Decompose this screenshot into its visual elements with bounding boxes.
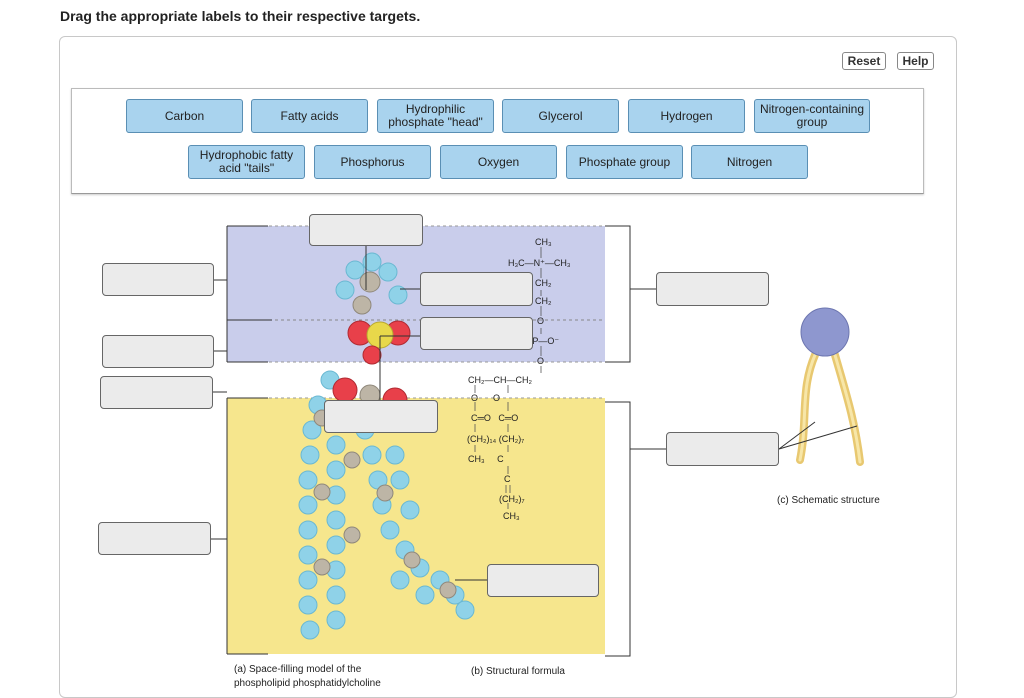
formula-glycerol: CH₂—CH—CH₂ [468,375,532,385]
formula-p-line: O═P—O⁻ [519,336,560,346]
formula-co: C═O C═O [471,413,519,423]
tail-band [227,398,605,654]
drop-target-6[interactable] [102,335,214,368]
tail-bracket [605,401,631,657]
label-phosphate-group[interactable]: Phosphate group [566,145,683,179]
drop-target-3[interactable] [420,272,533,306]
formula-n-line: H₃C—N⁺—CH₃ [508,258,571,268]
formula-o2: O [537,356,545,366]
drop-target-4[interactable] [656,272,769,306]
drop-target-5[interactable] [420,317,533,350]
formula-ch3-end: CH₃ [503,511,520,521]
label-nitrogen[interactable]: Nitrogen [691,145,808,179]
formula-c2: C [504,474,511,484]
formula-o3: O O [471,393,501,403]
label-hydrophilic-head[interactable]: Hydrophilic phosphate "head" [377,99,494,133]
formula-ch27: (CH₂)₇ [499,494,525,504]
formula-ch2-a: CH₂ [535,278,552,288]
drop-target-2[interactable] [102,263,214,296]
label-oxygen[interactable]: Oxygen [440,145,557,179]
drop-target-10[interactable] [98,522,211,555]
drop-target-9[interactable] [666,432,779,466]
schematic-phospholipid [778,307,864,466]
label-nitrogen-group[interactable]: Nitrogen-containing group [754,99,870,133]
head-bracket [605,225,631,363]
label-carbon[interactable]: Carbon [126,99,243,133]
help-button[interactable]: Help [897,52,934,70]
label-hydrophobic-tails[interactable]: Hydrophobic fatty acid "tails" [188,145,305,179]
formula-ch3-left: CH₃ C [468,454,504,464]
drop-target-11[interactable] [487,564,599,597]
reset-button[interactable]: Reset [842,52,886,70]
formula-chains: (CH₂)₁₄ (CH₂)₇ [467,434,525,444]
drop-target-1[interactable] [309,214,423,246]
caption-a-line2: phospholipid phosphatidylcholine [234,678,381,689]
label-hydrogen[interactable]: Hydrogen [628,99,745,133]
instruction-text: Drag the appropriate labels to their res… [60,8,421,24]
drop-target-7[interactable] [100,376,213,409]
label-phosphorus[interactable]: Phosphorus [314,145,431,179]
formula-ch2-b: CH₂ [535,296,552,306]
label-glycerol[interactable]: Glycerol [502,99,619,133]
caption-c: (c) Schematic structure [777,495,880,506]
label-fatty-acids[interactable]: Fatty acids [251,99,368,133]
drop-target-8[interactable] [324,400,438,433]
label-bank: Carbon Fatty acids Hydrophilic phosphate… [71,88,924,194]
caption-b: (b) Structural formula [471,666,565,677]
head-band [227,226,605,362]
formula-ch3-top: CH₃ [535,237,552,247]
caption-a: (a) Space-filling model of the [234,664,362,675]
formula-o1: O [537,316,545,326]
